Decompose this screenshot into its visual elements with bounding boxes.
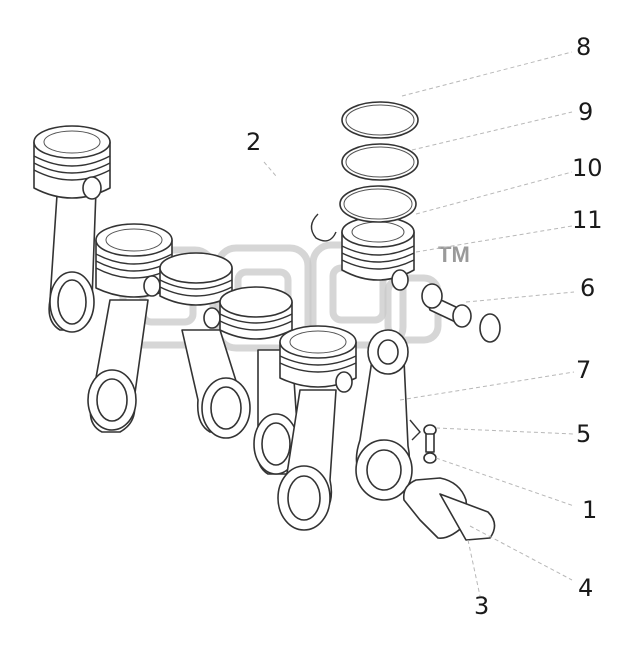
piston-ring-10 [339, 185, 417, 223]
piston-exploded [341, 216, 415, 291]
piston-rod-assembly-1 [33, 125, 111, 333]
callout-7: 7 [576, 356, 591, 384]
callout-8: 8 [576, 33, 591, 61]
callout-3: 3 [474, 592, 489, 620]
connecting-rod-exploded [355, 329, 413, 501]
callout-11: 11 [572, 206, 603, 234]
piston-ring-8 [341, 101, 419, 139]
callout-4: 4 [578, 574, 593, 602]
callout-9: 9 [578, 98, 593, 126]
rod-bolt-5 [409, 419, 437, 453]
piston-rod-assembly-2 [87, 223, 173, 433]
piston-pin [421, 283, 472, 328]
callout-10: 10 [572, 154, 603, 182]
bearing-shell [402, 477, 496, 541]
rod-bolt-1 [423, 452, 437, 464]
callout-6: 6 [580, 274, 595, 302]
piston-rod-assembly-5 [277, 325, 357, 531]
leader-lines [263, 51, 575, 597]
callout-1: 1 [582, 496, 597, 524]
piston-ring-9 [341, 143, 419, 181]
callout-2: 2 [246, 128, 261, 156]
circlip-left [310, 213, 337, 242]
circlip-right [479, 313, 501, 343]
callout-5: 5 [576, 420, 591, 448]
